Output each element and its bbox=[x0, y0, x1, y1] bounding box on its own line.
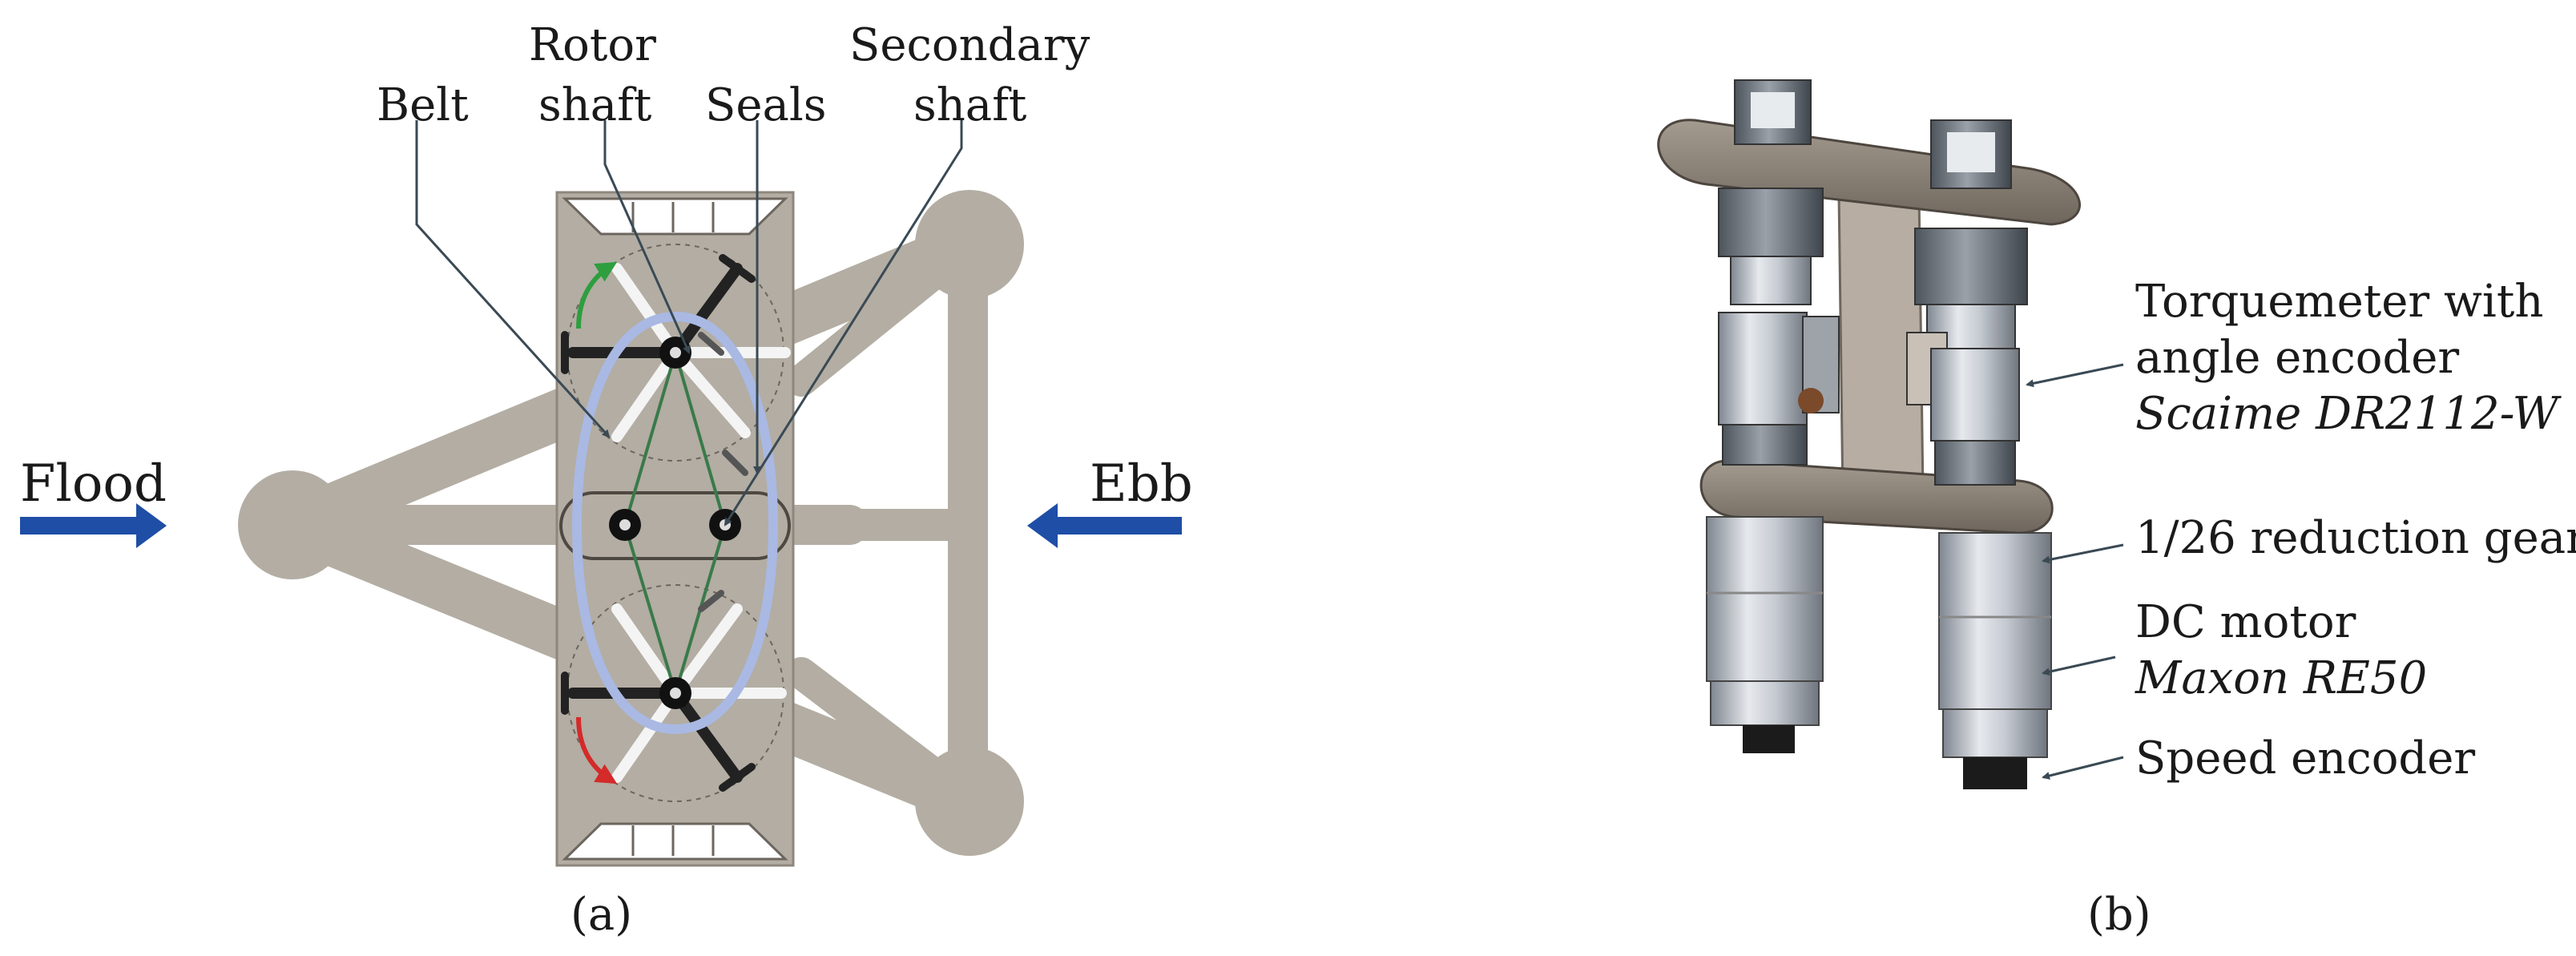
rotor-bottom-blades bbox=[561, 603, 787, 792]
secondary-shaft-left bbox=[609, 509, 641, 541]
rotation-arrow-bottom bbox=[576, 716, 618, 785]
seals bbox=[698, 332, 748, 612]
rotor-shaft-bottom bbox=[659, 677, 691, 709]
caption-b: (b) bbox=[2087, 889, 2151, 941]
housing-intake-bottom bbox=[562, 822, 788, 861]
panel-a-diagram: Belt Rotor shaft Seals Secondary shaft F… bbox=[20, 19, 1193, 941]
label-belt: Belt bbox=[377, 79, 469, 131]
right-assembly bbox=[1906, 119, 2052, 789]
left-assembly bbox=[1706, 79, 1840, 753]
secondary-shaft-fairing bbox=[559, 491, 791, 560]
label-ebb: Ebb bbox=[1090, 454, 1193, 514]
label-torquemeter-model: Scaime DR2112-W bbox=[2135, 388, 2562, 440]
rotor-shaft-top bbox=[659, 337, 691, 369]
label-speed-encoder: Speed encoder bbox=[2135, 732, 2475, 785]
rotor-top-blades bbox=[561, 254, 791, 442]
ebb-arrow bbox=[1027, 503, 1182, 548]
top-plate bbox=[1657, 119, 2081, 226]
label-torquemeter-2: angle encoder bbox=[2135, 332, 2459, 384]
label-secondary-shaft-2: shaft bbox=[913, 79, 1027, 131]
label-torquemeter-1: Torquemeter with bbox=[2135, 276, 2543, 328]
panel-a-leaders bbox=[415, 120, 963, 526]
frame-node-left bbox=[238, 470, 347, 579]
label-flood: Flood bbox=[20, 454, 167, 514]
label-reduction-gear: 1/26 reduction gear bbox=[2135, 512, 2576, 564]
label-dc-motor-model: Maxon RE50 bbox=[2135, 652, 2427, 704]
panel-b-leaders bbox=[2026, 363, 2124, 780]
frame-node-bottom-right bbox=[915, 747, 1024, 856]
label-secondary-shaft-1: Secondary bbox=[849, 19, 1090, 71]
housing-intake-top bbox=[562, 197, 788, 236]
flood-arrow bbox=[20, 503, 167, 548]
caption-a: (a) bbox=[570, 889, 632, 941]
frame-node-top-right bbox=[915, 190, 1024, 299]
label-rotor-shaft-2: shaft bbox=[538, 79, 652, 131]
panel-b-diagram: Torquemeter with angle encoder Scaime DR… bbox=[1657, 79, 2576, 941]
label-seals: Seals bbox=[705, 79, 827, 131]
rotation-arrow-top bbox=[576, 261, 618, 329]
label-dc-motor: DC motor bbox=[2135, 596, 2356, 648]
label-rotor-shaft-1: Rotor bbox=[529, 19, 656, 71]
